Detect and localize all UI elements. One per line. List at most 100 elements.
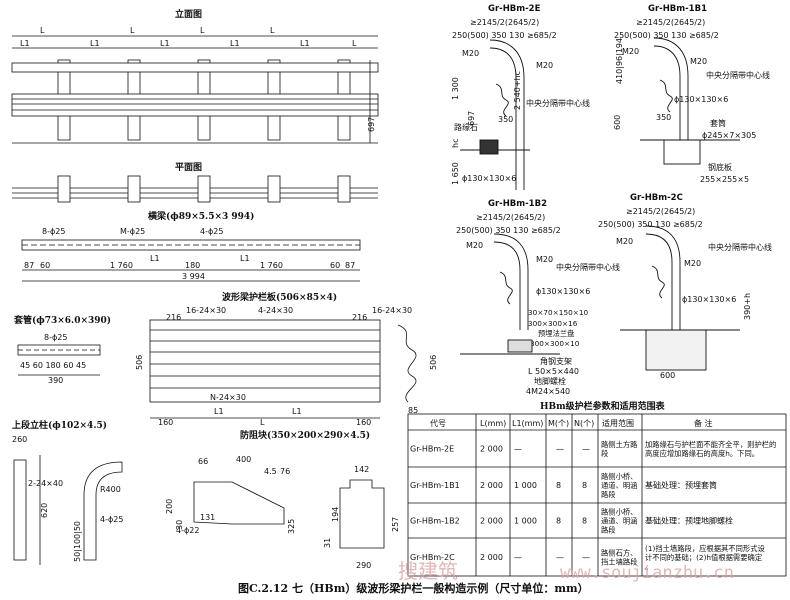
sleeve-drawing	[17, 344, 101, 376]
section-1B1-bolt1: M20	[622, 47, 639, 56]
section-1B2-plate3: 预埋法兰盘	[538, 329, 574, 338]
th-M: M(个)	[548, 419, 569, 428]
table-cell-r3-c0: Gr-HBm-2C	[410, 553, 455, 562]
elevation-view	[11, 35, 379, 144]
crossbeam-drawing	[21, 239, 361, 282]
elevation-dim-L-1: L	[40, 26, 45, 35]
section-1B1-top: ≥2145/2(2645/2)	[636, 18, 705, 27]
figure-caption: 图C.2.12 七（HBm）级波形梁护栏一般构造示例（尺寸单位：mm）	[238, 581, 589, 595]
section-1B1-sleeve-dim: ϕ245×7×305	[702, 131, 756, 140]
section-1B1-tube: ϕ130×130×6	[674, 95, 728, 104]
plan-view	[12, 175, 378, 203]
watermark-cn: 搜建筑	[398, 559, 458, 583]
section-1B2: Gr-HBm-1B2 ≥2145/2(2645/2) 250(500) 350 …	[456, 199, 620, 396]
sleeve-holes: 8-ϕ25	[44, 333, 67, 342]
wbeam-160-right: 160	[356, 418, 371, 427]
elevation-dim-L-5: L	[352, 39, 357, 48]
wbeam-506-right: 506	[429, 355, 438, 370]
elevation-dim-L1-5: L1	[300, 39, 310, 48]
section-2E-note: 中央分隔带中心线	[526, 98, 590, 108]
sleeve-row: 45 60 180 60 45	[20, 361, 86, 370]
post-260: 260	[12, 435, 27, 444]
section-2E-bolt1: M20	[462, 49, 479, 58]
table-cell-r0-c6: 加路缘石与护栏面不能齐全平，则护栏的高度应增加路缘石的高度h。下同。	[645, 440, 776, 458]
section-2E-side: 2 540+hc	[513, 71, 522, 110]
section-2C-row: 250(500) 350 130 ≥685/2	[598, 220, 703, 229]
crossbeam-180: 180	[185, 261, 200, 270]
blockout-257: 257	[391, 517, 400, 532]
crossbeam-1760-right: 1 760	[260, 261, 283, 270]
wbeam-holes-left: 16-24×30	[186, 306, 226, 315]
wbeam-L1-a: L1	[214, 407, 224, 416]
table-cell-r2-c1: 2 000	[480, 517, 503, 526]
section-1B2-angle-dim: L 50×5×440	[528, 367, 579, 376]
blockout-325: 325	[287, 519, 296, 534]
wbeam-216-right: 216	[352, 313, 367, 322]
section-1B1-vert: 410|96|194	[615, 38, 624, 84]
section-2C-name: Gr-HBm-2C	[630, 193, 683, 203]
section-2E-top: ≥2145/2(2645/2)	[470, 18, 539, 27]
section-1B1-base-dim: 255×255×5	[700, 175, 749, 184]
elevation-dim-L-4: L	[270, 26, 275, 35]
table-cell-r0-c5: 路侧土方路段	[601, 440, 638, 458]
blockout-30: 30	[175, 520, 184, 530]
section-2E-row: 250(500) 350 130 ≥685/2	[452, 31, 557, 40]
section-1B1-bolt2: M20	[690, 57, 707, 66]
section-1B1-name: Gr-HBm-1B1	[648, 4, 707, 14]
watermark-en: www.soujianzhu.cn	[560, 563, 734, 583]
sleeve-total: 390	[48, 376, 63, 385]
blockout-400: 400	[236, 455, 251, 464]
section-2C-top: ≥2145/2(2645/2)	[626, 207, 695, 216]
wbeam-216-left: 216	[166, 313, 181, 322]
section-1B2-bolt1: M20	[466, 241, 483, 250]
table-cell-r0-c0: Gr-HBm-2E	[410, 445, 454, 454]
blockout-4-22: 4-ϕ22	[176, 526, 199, 535]
crossbeam-1760-left: 1 760	[110, 261, 133, 270]
elevation-dim-L1-2: L1	[90, 39, 100, 48]
wbeam-drawing	[149, 319, 417, 419]
elevation-dim-L-3: L	[200, 26, 205, 35]
blockout-31: 31	[323, 538, 332, 548]
wbeam-holes-right: 16-24×30	[372, 306, 412, 315]
th-N: N(个)	[574, 419, 594, 428]
section-1B1-note: 中央分隔带中心线	[706, 70, 770, 80]
table-cell-r1-c1: 2 000	[480, 481, 503, 490]
table-cell-r2-c6: 基础处理：预埋地脚螺栓	[645, 516, 733, 526]
blockout-142: 142	[354, 465, 369, 474]
table-cell-r1-c0: Gr-HBm-1B1	[410, 481, 460, 490]
section-2E-350: 350	[498, 115, 513, 124]
blockout-66: 66	[198, 457, 208, 466]
table-cell-r0-c2: —	[514, 445, 522, 454]
wbeam-L1-b: L1	[292, 407, 302, 416]
blockout-drawing	[193, 479, 385, 549]
crossbeam-87: 87	[24, 261, 34, 270]
section-1B2-bolt2: M20	[536, 255, 553, 264]
crossbeam-60-left: 60	[40, 261, 50, 270]
crossbeam-L1-a: L1	[150, 254, 160, 263]
th-code: 代号	[430, 418, 446, 428]
crossbeam-60-right: 60	[330, 261, 340, 270]
crossbeam-3994: 3 994	[182, 272, 205, 281]
table-cell-r0-c1: 2 000	[480, 445, 503, 454]
section-1B1-sleeve: 套筒	[710, 118, 726, 128]
section-2E-1650: 1 650	[451, 162, 460, 185]
wbeam-506-left: 506	[135, 355, 144, 370]
param-table	[407, 413, 787, 577]
section-1B2-angle: 角钢支架	[540, 356, 572, 366]
table-cell-r2-c0: Gr-HBm-1B2	[410, 517, 460, 526]
table-cell-r3-c6: (1)挡土墙路段，应根据其不同形式设计不同的基础；(2)h值根据需要确定。	[645, 544, 765, 571]
table-cell-r2-c4: 8	[582, 517, 587, 526]
section-2C-side: 390+h	[743, 293, 752, 320]
table-cell-r1-c6: 基础处理：预埋套筒	[645, 480, 717, 490]
section-2E-name: Gr-HBm-2E	[488, 4, 541, 14]
table-cell-r3-c2: —	[514, 553, 522, 562]
section-2C-600: 600	[660, 371, 675, 380]
blockout-4-5: 4.5	[264, 467, 277, 476]
crossbeam-title: 横梁(ϕ89×5.5×3 994)	[148, 210, 254, 222]
section-1B2-note: 中央分隔带中心线	[556, 262, 620, 272]
table-cell-r1-c4: 8	[582, 481, 587, 490]
section-1B2-plate1: 30×70×150×10	[528, 308, 588, 317]
wbeam-bottom-holes: N-24×30	[210, 393, 246, 402]
